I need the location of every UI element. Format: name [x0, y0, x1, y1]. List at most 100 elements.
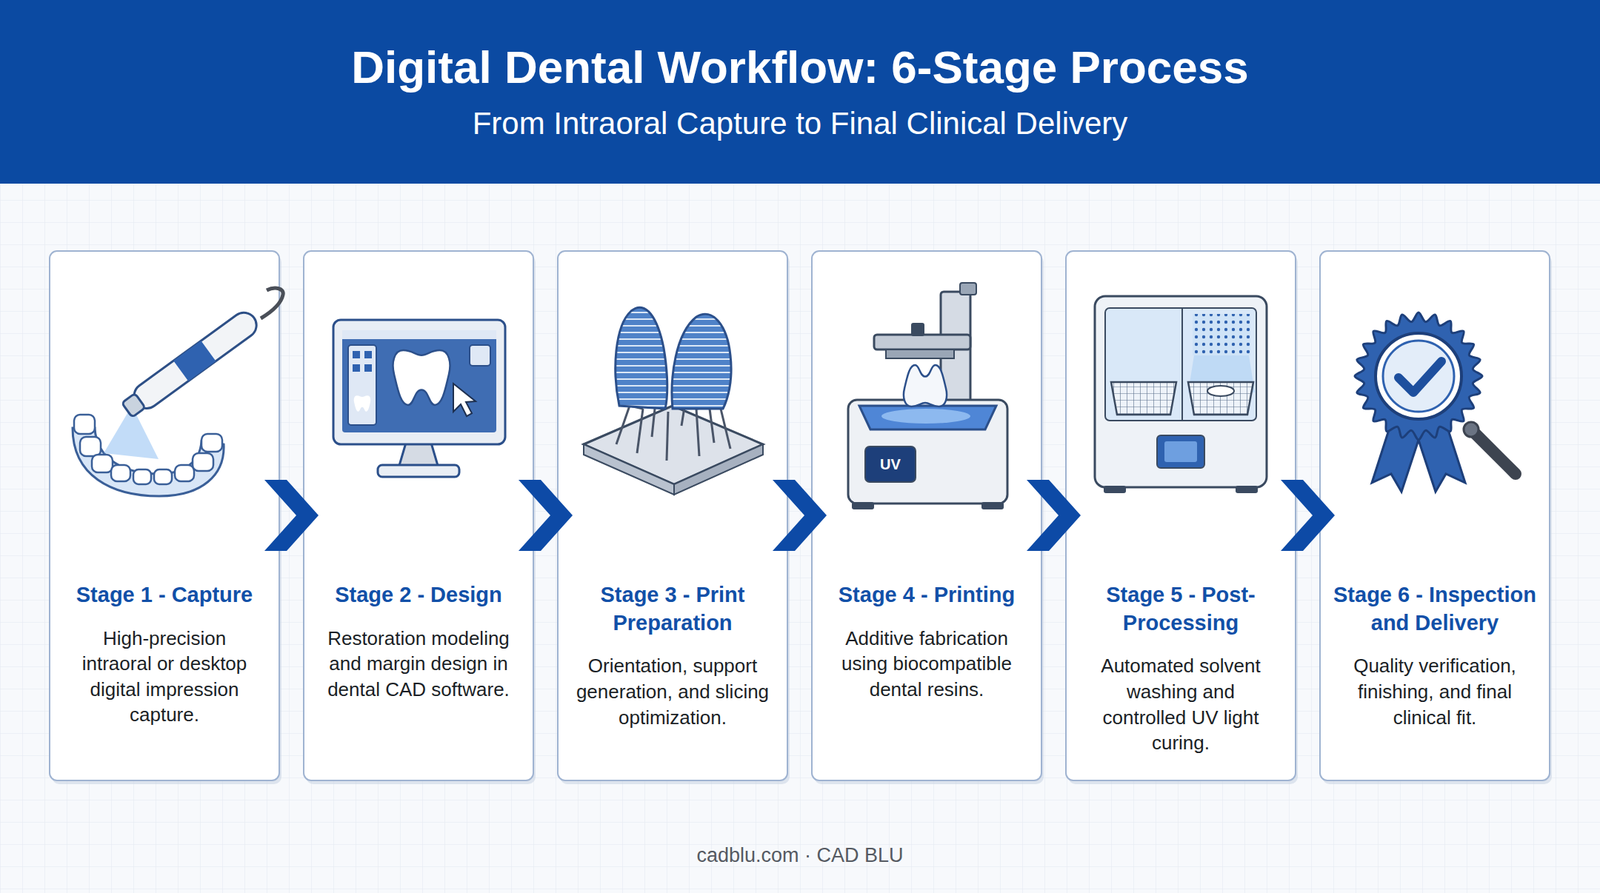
- scanner-icon-part-part: [192, 453, 214, 472]
- stage-description: Quality verification, finishing, and fin…: [1337, 653, 1532, 731]
- resin-printer-icon-part: [881, 408, 971, 424]
- scanner-icon-part-part: [201, 434, 223, 452]
- support-structure-icon-part: [674, 444, 763, 495]
- cad-monitor-icon-part: [393, 350, 451, 406]
- support-structure-icon-part-part: [709, 408, 715, 443]
- cad-monitor-icon-part: [352, 364, 360, 372]
- support-structure-icon-part-part: [651, 408, 655, 438]
- support-structure-icon-part-part: [720, 405, 731, 449]
- support-structure-icon-part-part: [666, 411, 669, 461]
- quality-badge-icon-part: [1354, 312, 1483, 440]
- scanner-icon-part-part: [133, 469, 152, 485]
- stage-card: Stage 6 - Inspection and DeliveryQuality…: [1320, 251, 1550, 781]
- cad-monitor-icon-part: [364, 364, 372, 372]
- support-structure-icon: [583, 307, 763, 495]
- flow-chevron: [264, 480, 319, 552]
- cad-monitor-icon-part: [377, 465, 460, 478]
- wash-cure-icon-part: [1188, 382, 1254, 415]
- card-background: [303, 251, 536, 785]
- card-background-part: [1320, 251, 1550, 781]
- resin-printer-icon-part: [865, 446, 916, 483]
- cad-monitor-icon-part: [352, 351, 360, 359]
- scanner-icon-part: [119, 307, 261, 420]
- scanner-icon-part-part: [74, 414, 95, 435]
- resin-printer-icon-part: [848, 400, 1008, 504]
- card-backgrounds: [49, 251, 1552, 785]
- cad-monitor-icon-part: [342, 330, 497, 433]
- resin-printer-icon-part: [903, 365, 947, 407]
- resin-printer-icon-part: [911, 322, 925, 337]
- stage-description: High-precision intraoral or desktop digi…: [67, 625, 262, 729]
- support-structure-icon-part: [583, 405, 763, 485]
- quality-badge-icon-part: [1375, 333, 1462, 420]
- resin-printer-icon-part: [874, 334, 971, 350]
- card-background: [49, 251, 282, 785]
- card-text: Stage 1 - CaptureHigh-precision intraora…: [61, 581, 268, 729]
- stage-card: Stage 1 - CaptureHigh-precision intraora…: [49, 251, 280, 781]
- stage-description: Automated solvent washing and controlled…: [1083, 653, 1278, 756]
- support-structure-icon-part: [583, 444, 675, 495]
- wash-cure-icon-part: [1094, 296, 1267, 488]
- cad-monitor-icon-part: [333, 320, 506, 445]
- cad-monitor-icon: [333, 320, 506, 478]
- cad-monitor-icon-part: [453, 383, 476, 417]
- card-text: Stage 2 - DesignRestoration modeling and…: [315, 581, 522, 703]
- support-structure-icon-part-part: [681, 407, 685, 426]
- support-structure-icon-part-part: [637, 408, 643, 454]
- header-band: [0, 0, 1600, 184]
- scanner-icon-part-part: [174, 465, 195, 482]
- scanner-icon-part-part: [173, 340, 216, 382]
- scanner-icon-part-part: [154, 469, 172, 485]
- resin-printer-icon-part: [981, 502, 1004, 510]
- cad-monitor-icon-part: [342, 330, 497, 340]
- resin-printer-icon-part: [885, 349, 955, 359]
- scanner-icon: [72, 288, 283, 497]
- resin-printer-icon-part: [851, 502, 875, 510]
- stage-heading: Stage 4 - Printing: [823, 581, 1030, 610]
- stage-description: Restoration modeling and margin design i…: [321, 625, 516, 703]
- scanner-icon-part-part: [121, 393, 146, 418]
- wash-cure-icon-part: [1192, 314, 1251, 356]
- support-structure-icon-part-part: [696, 408, 700, 457]
- card-text: Stage 3 - Print PreparationOrientation, …: [569, 581, 776, 731]
- scanner-icon-part: [72, 428, 224, 497]
- wash-cure-icon: [1094, 296, 1267, 494]
- wash-cure-icon-part: [1207, 385, 1235, 397]
- quality-badge-icon-part: [1475, 434, 1516, 475]
- footer-credit: cadblu.com · CAD BLU: [696, 844, 903, 868]
- resin-printer-icon: [848, 282, 1008, 510]
- wash-cure-icon-part: [1181, 308, 1183, 421]
- stage-description: Orientation, support generation, and sli…: [575, 653, 770, 731]
- card-text: Stage 5 - Post-ProcessingAutomated solve…: [1077, 581, 1284, 757]
- card-background-part: [303, 251, 534, 781]
- screen-label: UV: [880, 456, 901, 474]
- cad-monitor-icon-part: [354, 395, 372, 412]
- stage-heading: Stage 5 - Post-Processing: [1077, 581, 1284, 638]
- card-background: [811, 251, 1044, 785]
- stage-description: Additive fabrication using biocompatible…: [829, 625, 1024, 703]
- diagram-title: Digital Dental Workflow: 6-Stage Process: [351, 40, 1249, 94]
- flow-chevron: [1280, 480, 1335, 552]
- support-structure-icon-part: [615, 307, 668, 409]
- stage-card: Stage 3 - Print PreparationOrientation, …: [557, 251, 788, 781]
- card-background: [1320, 251, 1552, 785]
- wash-cure-icon-part: [1164, 441, 1198, 463]
- scanner-icon-part-part: [128, 307, 262, 414]
- card-text: Stage 4 - PrintingAdditive fabrication u…: [823, 581, 1030, 703]
- stage-card: Stage 5 - Post-ProcessingAutomated solve…: [1065, 251, 1296, 781]
- card-background: [557, 251, 790, 785]
- card-background-part: [49, 251, 280, 781]
- cad-monitor-icon-part: [469, 345, 491, 366]
- scanner-icon-part-part: [91, 454, 113, 473]
- wash-cure-icon-part: [1111, 382, 1177, 415]
- cad-monitor-icon-part: [364, 351, 372, 359]
- resin-printer-icon-part: [859, 405, 997, 430]
- stage-card: Stage 4 - PrintingAdditive fabrication u…: [811, 251, 1042, 781]
- flow-chevron: [772, 480, 827, 552]
- support-structure-icon-part: [671, 314, 732, 409]
- card-background-part: [811, 251, 1042, 781]
- scanner-icon-part-part: [80, 437, 101, 457]
- flow-chevron: [518, 480, 573, 552]
